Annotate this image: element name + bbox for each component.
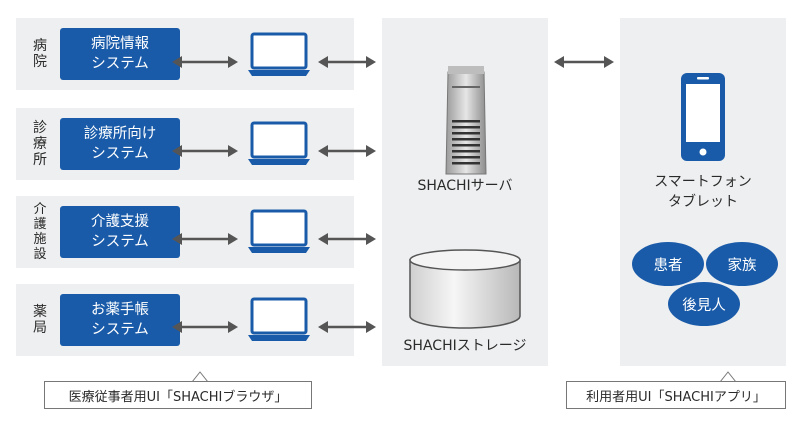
bidirectional-arrow: [172, 145, 238, 157]
smartphone-icon: [681, 73, 725, 161]
bidirectional-arrow: [318, 145, 376, 157]
facility-label: 薬 局: [33, 304, 47, 336]
browser-caption: 医療従事者用UI「SHACHIブラウザ」: [44, 381, 312, 409]
storage-label: SHACHIストレージ: [403, 338, 527, 354]
laptop-icon: [248, 297, 310, 341]
device-label: スマートフォン タブレット: [654, 174, 752, 210]
bidirectional-arrow: [318, 233, 376, 245]
laptop-icon: [248, 121, 310, 165]
laptop-icon: [248, 32, 310, 76]
system-box: 診療所向け システム: [60, 118, 180, 170]
facility-label: 介 護 施 設: [33, 202, 47, 262]
role-family: 家族: [706, 242, 778, 286]
bidirectional-arrow: [172, 321, 238, 333]
facility-label: 診 療 所: [33, 120, 47, 168]
bidirectional-arrow: [172, 56, 238, 68]
server-icon: [445, 66, 487, 175]
role-guardian: 後見人: [668, 282, 740, 326]
laptop-icon: [248, 209, 310, 253]
bidirectional-arrow: [318, 56, 376, 68]
bidirectional-arrow: [318, 321, 376, 333]
bidirectional-arrow: [554, 56, 614, 68]
clinic-panel: 診 療 所 診療所向け システム: [16, 108, 354, 180]
system-box: 介護支援 システム: [60, 206, 180, 258]
storage-icon: [409, 249, 521, 329]
server-label: SHACHIサーバ: [417, 178, 513, 194]
facility-label: 病 院: [33, 38, 47, 70]
system-box: お薬手帳 システム: [60, 294, 180, 346]
role-patient: 患者: [632, 242, 704, 286]
app-caption: 利用者用UI「SHACHIアプリ」: [566, 381, 786, 409]
bidirectional-arrow: [172, 233, 238, 245]
caption-pointer: [719, 371, 737, 382]
system-box: 病院情報 システム: [60, 28, 180, 80]
caption-pointer: [191, 371, 209, 382]
